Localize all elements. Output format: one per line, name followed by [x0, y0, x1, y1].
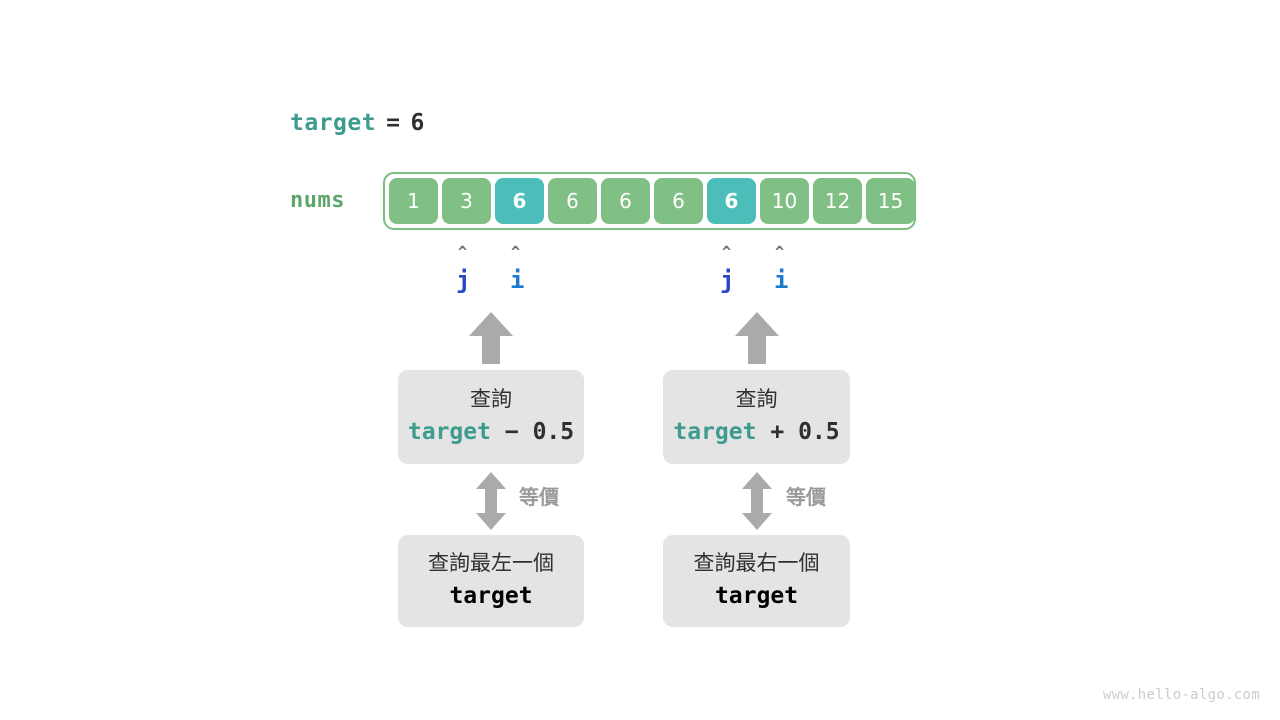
array-cell: 10	[760, 178, 809, 224]
query-left-expr-var: target	[407, 418, 491, 445]
array-label: nums	[290, 188, 345, 213]
array-container: 1 3 6 6 6 6 6 10 12 15	[383, 172, 916, 230]
target-value: 6	[410, 110, 425, 136]
result-box-left-keyword: target	[449, 582, 533, 609]
array-cell: 1	[389, 178, 438, 224]
array-cell-highlighted: 6	[495, 178, 544, 224]
query-box-right-title: 查詢	[735, 387, 778, 412]
result-box-right: 查詢最右一個 target	[663, 535, 850, 627]
watermark: www.hello-algo.com	[1102, 687, 1260, 703]
result-box-left-title: 查詢最左一個	[428, 551, 554, 576]
target-variable-name: target	[290, 110, 377, 136]
equals-sign: =	[386, 110, 401, 136]
equivalence-double-arrow-left-icon	[476, 472, 506, 530]
up-arrow-left-icon	[469, 312, 513, 364]
query-box-left: 查詢 target − 0.5	[398, 370, 584, 464]
query-left-expr-op: −	[504, 418, 519, 445]
result-box-right-title: 查詢最右一個	[693, 551, 820, 576]
pointer-label-i-left: i	[510, 266, 525, 294]
array-cell: 6	[654, 178, 703, 224]
pointer-label-j-right: j	[720, 266, 735, 294]
equivalence-double-arrow-right-icon	[742, 472, 772, 530]
up-arrow-right-icon	[735, 312, 779, 364]
array-cell: 12	[813, 178, 862, 224]
array-cells: 1 3 6 6 6 6 6 10 12 15	[389, 178, 915, 224]
equivalence-label-right: 等價	[786, 485, 826, 509]
query-box-right: 查詢 target + 0.5	[663, 370, 850, 464]
query-box-left-title: 查詢	[470, 387, 512, 412]
query-right-expr-op: +	[770, 418, 785, 445]
query-box-right-expression: target + 0.5	[673, 418, 839, 448]
pointer-label-i-right: i	[774, 266, 789, 294]
array-cell: 6	[548, 178, 597, 224]
target-assignment: target = 6	[290, 110, 425, 136]
array-cell: 6	[601, 178, 650, 224]
query-right-expr-var: target	[673, 418, 757, 445]
query-box-left-expression: target − 0.5	[408, 418, 574, 448]
query-right-expr-num: 0.5	[798, 418, 840, 445]
pointer-label-j-left: j	[456, 266, 471, 294]
caret-marker-i-left: ^	[511, 243, 521, 261]
result-box-right-keyword: target	[714, 582, 799, 609]
query-left-expr-num: 0.5	[532, 418, 575, 445]
caret-marker-i-right: ^	[775, 243, 785, 261]
caret-marker-j-left: ^	[458, 243, 468, 261]
caret-marker-j-right: ^	[722, 243, 732, 261]
result-box-left: 查詢最左一個 target	[398, 535, 584, 627]
array-cell: 3	[442, 178, 491, 224]
equivalence-label-left: 等價	[519, 485, 559, 509]
array-cell: 15	[866, 178, 915, 224]
array-cell-highlighted: 6	[707, 178, 756, 224]
